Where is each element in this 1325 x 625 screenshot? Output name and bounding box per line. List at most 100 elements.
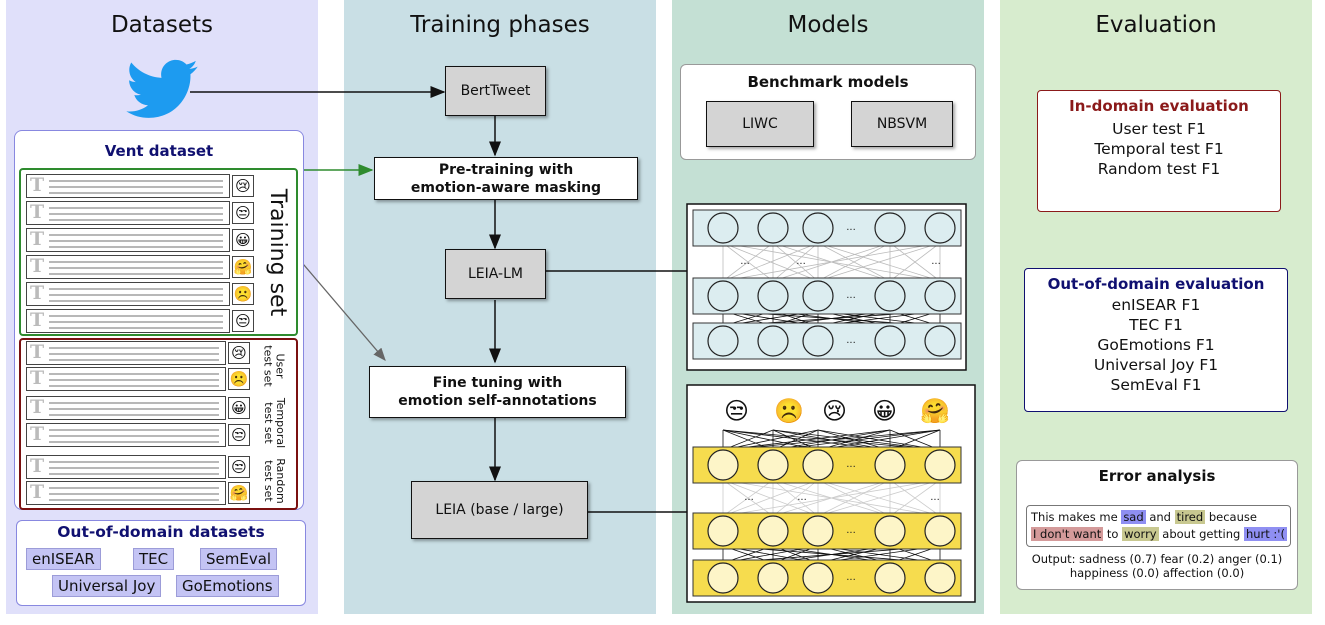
network-edge — [722, 242, 941, 282]
neuron — [874, 562, 906, 594]
emotion-emoji: 😒 — [228, 456, 250, 478]
dataset-row: T — [26, 455, 226, 479]
emotion-emoji: 😒 — [232, 310, 254, 332]
text-line — [49, 353, 219, 355]
text-line — [49, 373, 219, 375]
leia-lm-box: LEIA-LM — [445, 249, 546, 299]
text-line — [49, 379, 219, 381]
layer-gap-ellipsis: ... — [796, 256, 806, 267]
neuron — [802, 280, 834, 312]
text-line — [49, 180, 223, 182]
twitter-bird-icon — [126, 59, 198, 118]
text-line — [49, 499, 219, 501]
output-emotion-emoji: 😀 — [872, 397, 898, 425]
neuron — [874, 515, 906, 547]
word-highlight-worry: worry — [1122, 527, 1159, 541]
in-domain-metric: Temporal test F1 — [1094, 140, 1224, 158]
tag-universal-joy: Universal Joy — [52, 575, 162, 597]
tag-enisear: enISEAR — [26, 548, 101, 570]
leia-box: LEIA (base / large) — [411, 481, 588, 539]
arrow-trainset-finetune — [297, 257, 386, 361]
finetune-line-2: emotion self-annotations — [398, 393, 597, 409]
text-line — [49, 240, 223, 242]
dataset-row: T — [26, 396, 226, 420]
text-line — [49, 192, 223, 194]
dataset-row: T — [26, 282, 230, 306]
neuron — [802, 212, 834, 244]
word-plain: This makes me — [1031, 510, 1118, 524]
layer-ellipsis: ... — [846, 290, 856, 301]
in-domain-metric: Random test F1 — [1097, 160, 1221, 178]
layer-gap-ellipsis: ... — [797, 492, 807, 503]
text-line — [49, 213, 223, 215]
neuron — [924, 212, 956, 244]
ood-metric: GoEmotions F1 — [1097, 336, 1215, 354]
ood-metric: enISEAR F1 — [1111, 296, 1201, 314]
output-emotion-emoji: 🤗 — [920, 397, 950, 425]
pretraining-line-1: Pre-training with — [438, 161, 574, 178]
network-edge — [722, 479, 774, 517]
text-line — [49, 402, 219, 404]
neuron — [757, 562, 789, 594]
word-highlight-sad: sad — [1121, 510, 1146, 524]
dataset-row: T — [26, 309, 230, 333]
neuron — [802, 515, 834, 547]
neuron — [707, 325, 739, 357]
word-plain: to — [1106, 527, 1119, 541]
dataset-row: T — [26, 255, 230, 279]
layer-ellipsis: ... — [846, 335, 856, 346]
text-line — [49, 207, 223, 209]
emotion-emoji: 😒 — [228, 424, 250, 446]
neuron — [802, 325, 834, 357]
text-line — [49, 408, 219, 410]
ood-metric: TEC F1 — [1129, 316, 1183, 334]
tag-tec: TEC — [133, 548, 175, 570]
emotion-emoji: 😀 — [232, 229, 254, 251]
neuron — [757, 280, 789, 312]
network-edge — [722, 242, 774, 282]
error-analysis-title: Error analysis — [1098, 467, 1216, 485]
text-line — [49, 294, 223, 296]
neuron — [707, 212, 739, 244]
ood-metric: SemEval F1 — [1110, 376, 1202, 394]
network-edge — [722, 479, 941, 517]
dataset-row: T — [26, 228, 230, 252]
dataset-row: T — [26, 341, 226, 365]
error-output: Output: sadness (0.7) fear (0.2) anger (… — [1016, 552, 1298, 580]
text-icon: T — [30, 228, 45, 250]
bertweet-box: BertTweet — [445, 66, 546, 116]
text-line — [49, 219, 223, 221]
text-line — [49, 327, 223, 329]
datasets-title: Datasets — [110, 12, 214, 38]
in-domain-list: User test F1 Temporal test F1 Random test … — [1038, 119, 1280, 179]
network-edge — [722, 479, 819, 517]
neuron — [924, 562, 956, 594]
text-line — [49, 461, 219, 463]
neuron — [924, 280, 956, 312]
word-plain: and — [1149, 510, 1171, 524]
text-line — [49, 246, 223, 248]
neuron — [707, 280, 739, 312]
neuron — [757, 212, 789, 244]
text-line — [49, 261, 223, 263]
layer-gap-ellipsis: ... — [931, 256, 941, 267]
finetune-line-1: Fine tuning with — [432, 375, 563, 391]
vent-dataset-title: Vent dataset — [104, 142, 214, 160]
emotion-emoji: 😢 — [228, 342, 250, 364]
text-icon: T — [30, 309, 45, 331]
text-line — [49, 435, 219, 437]
test-sets-border — [19, 338, 298, 510]
in-domain-metric: User test F1 — [1112, 120, 1206, 138]
text-icon: T — [30, 201, 45, 223]
neuron — [802, 449, 834, 481]
network-edge — [722, 242, 819, 282]
text-line — [49, 186, 223, 188]
ood-datasets-title: Out-of-domain datasets — [57, 523, 265, 541]
text-line — [49, 429, 219, 431]
neuron — [707, 449, 739, 481]
network-edge — [772, 479, 819, 517]
text-icon: T — [30, 255, 45, 277]
